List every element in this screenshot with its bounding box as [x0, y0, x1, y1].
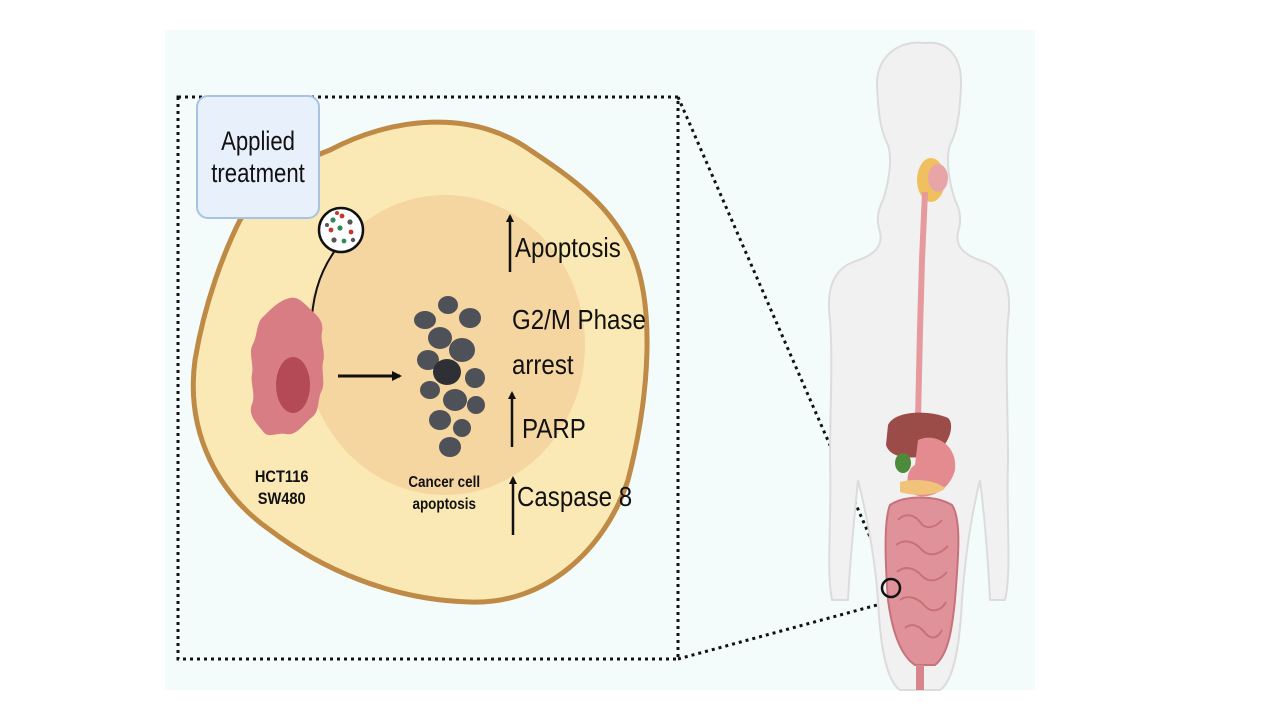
- cell-line-sw480: SW480: [257, 489, 306, 508]
- apoptotic-bodies: [414, 296, 485, 457]
- treatment-label-line2: treatment: [211, 158, 305, 188]
- treatment-particle-dots: [325, 211, 356, 244]
- zoom-line-bottom: [677, 600, 889, 661]
- apoptosis-caption: Cancer cell apoptosis: [398, 472, 490, 516]
- effect-g2m-arrest: arrest: [512, 349, 574, 380]
- mouth-cavity: [928, 164, 948, 192]
- gall-bladder: [895, 453, 911, 473]
- apoptosis-caption-line2: apoptosis: [412, 496, 476, 513]
- effect-apoptosis: Apoptosis: [515, 232, 621, 263]
- intestine-folds: [895, 514, 949, 639]
- effect-g2m-phase: G2/M Phase: [512, 304, 646, 335]
- treatment-box: Applied treatment: [196, 95, 320, 219]
- esophagus: [915, 191, 928, 421]
- pancreas: [900, 480, 945, 495]
- cell-line-hct116: HCT116: [254, 467, 309, 486]
- cell-line-label: HCT116 SW480: [243, 466, 320, 510]
- cancer-cell-nucleus: [276, 357, 310, 413]
- zoom-box: [176, 95, 680, 661]
- apoptosis-caption-line1: Cancer cell: [408, 474, 481, 491]
- intestines: [884, 496, 960, 666]
- treatment-label: Applied treatment: [211, 125, 305, 189]
- treatment-label-line1: Applied: [221, 126, 295, 156]
- effect-caspase-8: Caspase 8: [517, 481, 633, 512]
- zoom-focus-circle: [880, 577, 902, 599]
- effect-parp: PARP: [522, 413, 586, 444]
